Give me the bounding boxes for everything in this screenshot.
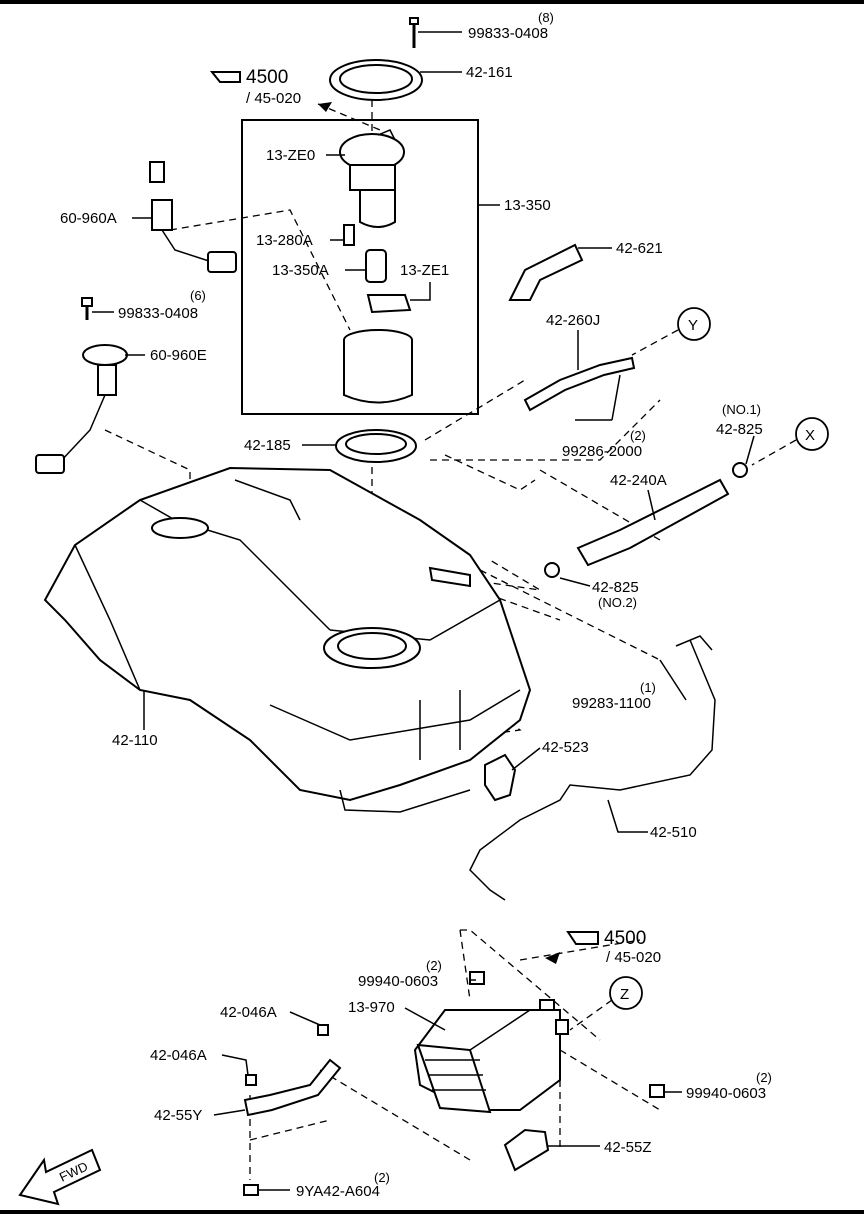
leader-lines xyxy=(92,31,755,1191)
label-99940-0603-a-qty: (2) xyxy=(426,958,442,973)
label-99283-1100-qty: (1) xyxy=(640,680,656,695)
grommet-a xyxy=(317,1024,329,1036)
label-42-621: 42-621 xyxy=(616,240,663,257)
fuel-tank xyxy=(43,466,532,813)
label-42-523: 42-523 xyxy=(542,739,589,756)
lock-ring xyxy=(329,59,423,101)
fuel-pump-unit xyxy=(339,129,405,228)
label-99833-0408-top-qty: (8) xyxy=(538,10,554,25)
label-13-350a: 13-350A xyxy=(272,262,329,279)
label-99283-1100: 99283-1100 xyxy=(572,695,651,712)
fuel-sender-e xyxy=(35,297,128,474)
label-42-55y: 42-55Y xyxy=(154,1107,202,1124)
marker-y-circle xyxy=(677,307,711,341)
label-13-280a: 13-280A xyxy=(256,232,313,249)
marker-x: X xyxy=(805,427,815,444)
label-13-ze1: 13-ZE1 xyxy=(400,262,449,279)
label-99940-0603-b: 99940-0603 xyxy=(686,1085,766,1102)
label-42-510: 42-510 xyxy=(650,824,697,841)
label-42-110: 42-110 xyxy=(112,732,158,749)
fwd-arrow-icon xyxy=(18,1148,102,1206)
bracket-55z xyxy=(503,1128,550,1172)
label-42-185: 42-185 xyxy=(244,437,291,454)
label-42-240a: 42-240A xyxy=(610,472,667,489)
label-13-970: 13-970 xyxy=(348,999,395,1016)
label-42-260j: 42-260J xyxy=(546,312,600,329)
filter-element xyxy=(365,249,387,283)
label-99833-0408-mid: 99833-0408 xyxy=(118,305,198,322)
label-99833-0408-mid-qty: (6) xyxy=(190,288,206,303)
grommet-b xyxy=(245,1074,257,1086)
breather-pipe xyxy=(508,243,584,301)
pump-cover xyxy=(366,294,412,314)
ref-4500-bottom: 4500 xyxy=(604,928,646,949)
label-13-350: 13-350 xyxy=(504,197,551,214)
label-99940-0603-b-qty: (2) xyxy=(756,1070,772,1085)
nut-b xyxy=(649,1084,665,1098)
label-42-825-no1-tag: (NO.1) xyxy=(722,402,761,417)
bolt-top xyxy=(409,17,419,48)
pointer-hand-icon xyxy=(209,71,241,83)
label-99833-0408-top: 99833-0408 xyxy=(468,25,548,42)
ref-4500-top: 4500 xyxy=(246,67,288,88)
label-42-55z: 42-55Z xyxy=(604,1139,652,1156)
label-60-960a: 60-960A xyxy=(60,210,117,227)
tank-bracket xyxy=(484,753,517,802)
fuel-sender-a xyxy=(149,161,237,273)
ref-45-020-top: / 45-020 xyxy=(246,90,301,107)
label-60-960e: 60-960E xyxy=(150,347,207,364)
label-9ya42-a604: 9YA42-A604 xyxy=(296,1183,380,1200)
label-99940-0603-a: 99940-0603 xyxy=(358,973,438,990)
label-42-825-no2: 42-825 xyxy=(592,579,639,596)
ref-45-020-bottom: / 45-020 xyxy=(606,949,661,966)
label-13-ze0: 13-ZE0 xyxy=(266,147,315,164)
gasket-ring xyxy=(335,429,417,463)
label-42-825-no2-tag: (NO.2) xyxy=(598,595,637,610)
label-42-046a-a: 42-046A xyxy=(220,1004,277,1021)
filler-hose xyxy=(576,478,730,567)
label-42-161: 42-161 xyxy=(466,64,513,81)
nut-a xyxy=(469,971,485,985)
charcoal-canister xyxy=(413,999,569,1114)
clamp-no2 xyxy=(544,562,560,578)
vapor-line xyxy=(469,639,716,901)
callout-labels: (8) 99833-0408 42-161 4500 / 45-020 13-Z… xyxy=(57,10,815,1200)
label-42-825-no1: 42-825 xyxy=(716,421,763,438)
marker-z: Z xyxy=(620,986,629,1003)
marker-y: Y xyxy=(688,317,698,334)
pressure-regulator xyxy=(343,224,355,246)
clamp-no1 xyxy=(732,462,748,478)
label-9ya42-qty: (2) xyxy=(374,1170,390,1185)
vent-hose xyxy=(523,356,636,412)
marker-x-circle xyxy=(795,417,829,451)
bolt-bottom xyxy=(243,1184,259,1196)
label-42-046a-b: 42-046A xyxy=(150,1047,207,1064)
marker-z-circle xyxy=(609,976,643,1010)
label-99286-2000-qty: (2) xyxy=(630,428,646,443)
label-99286-2000: 99286-2000 xyxy=(562,443,642,460)
bracket-55y xyxy=(243,1058,342,1117)
pump-module-frame xyxy=(241,119,479,415)
pump-reservoir xyxy=(343,329,413,404)
pointer-hand-icon-bottom xyxy=(566,931,599,945)
